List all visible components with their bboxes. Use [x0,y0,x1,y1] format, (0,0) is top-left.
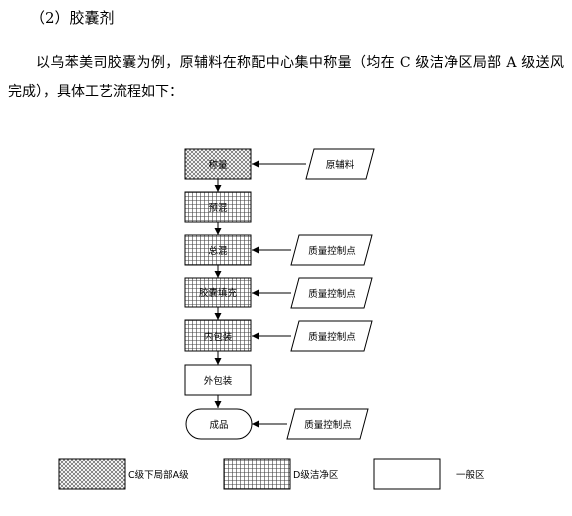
step-total-mix-label: 总混 [208,245,228,257]
flow-connectors [214,160,306,428]
step-inner-packaging-label: 内包装 [204,331,233,343]
input-raw-materials-label: 原辅料 [326,159,355,171]
input-qc-point-product-label: 质量控制点 [304,419,352,431]
step-finished-product-label: 成品 [209,419,228,431]
step-inner-packaging: 内包装 [184,319,252,352]
input-qc-point-product: 质量控制点 [286,408,369,440]
legend-swatch-grid [223,458,291,490]
legend-label-general: 一般区 [456,469,485,481]
intro-paragraph: 以乌苯美司胶囊为例，原辅料在称配中心集中称量（均在 C 级洁净区局部 A 级送风… [8,55,564,100]
section-heading: （2）胶囊剂 [30,9,115,27]
input-qc-point-inner-label: 质量控制点 [308,331,356,343]
input-qc-point-mix-label: 质量控制点 [308,245,356,257]
input-qc-point-inner: 质量控制点 [290,320,373,352]
input-qc-point-mix: 质量控制点 [290,234,373,266]
step-outer-packaging-label: 外包装 [204,375,233,387]
step-weigh: 称量 [184,148,252,180]
step-premix-label: 预混 [208,203,228,214]
input-qc-point-filling: 质量控制点 [290,277,373,309]
legend-swatch-plain [373,458,441,490]
step-outer-packaging: 外包装 [184,364,252,396]
legend-swatch-crosshatch [58,458,126,490]
step-premix: 预混 [184,191,252,223]
legend-item-c-grade: C级下局部A级 [58,458,189,490]
step-total-mix: 总混 [184,234,252,266]
input-qc-point-filling-label: 质量控制点 [308,288,356,300]
step-finished-product: 成品 [185,408,253,440]
legend-label-c-grade: C级下局部A级 [128,469,189,481]
legend: C级下局部A级 D级洁净区 一般区 [58,458,485,490]
step-capsule-filling-label: 胶囊填充 [199,287,238,299]
legend-label-d-grade: D级洁净区 [293,469,339,481]
step-weigh-label: 称量 [208,159,228,171]
legend-item-d-grade: D级洁净区 [223,458,339,490]
step-capsule-filling: 胶囊填充 [184,277,252,308]
input-raw-materials: 原辅料 [305,148,375,180]
legend-item-general: 一般区 [373,458,485,490]
